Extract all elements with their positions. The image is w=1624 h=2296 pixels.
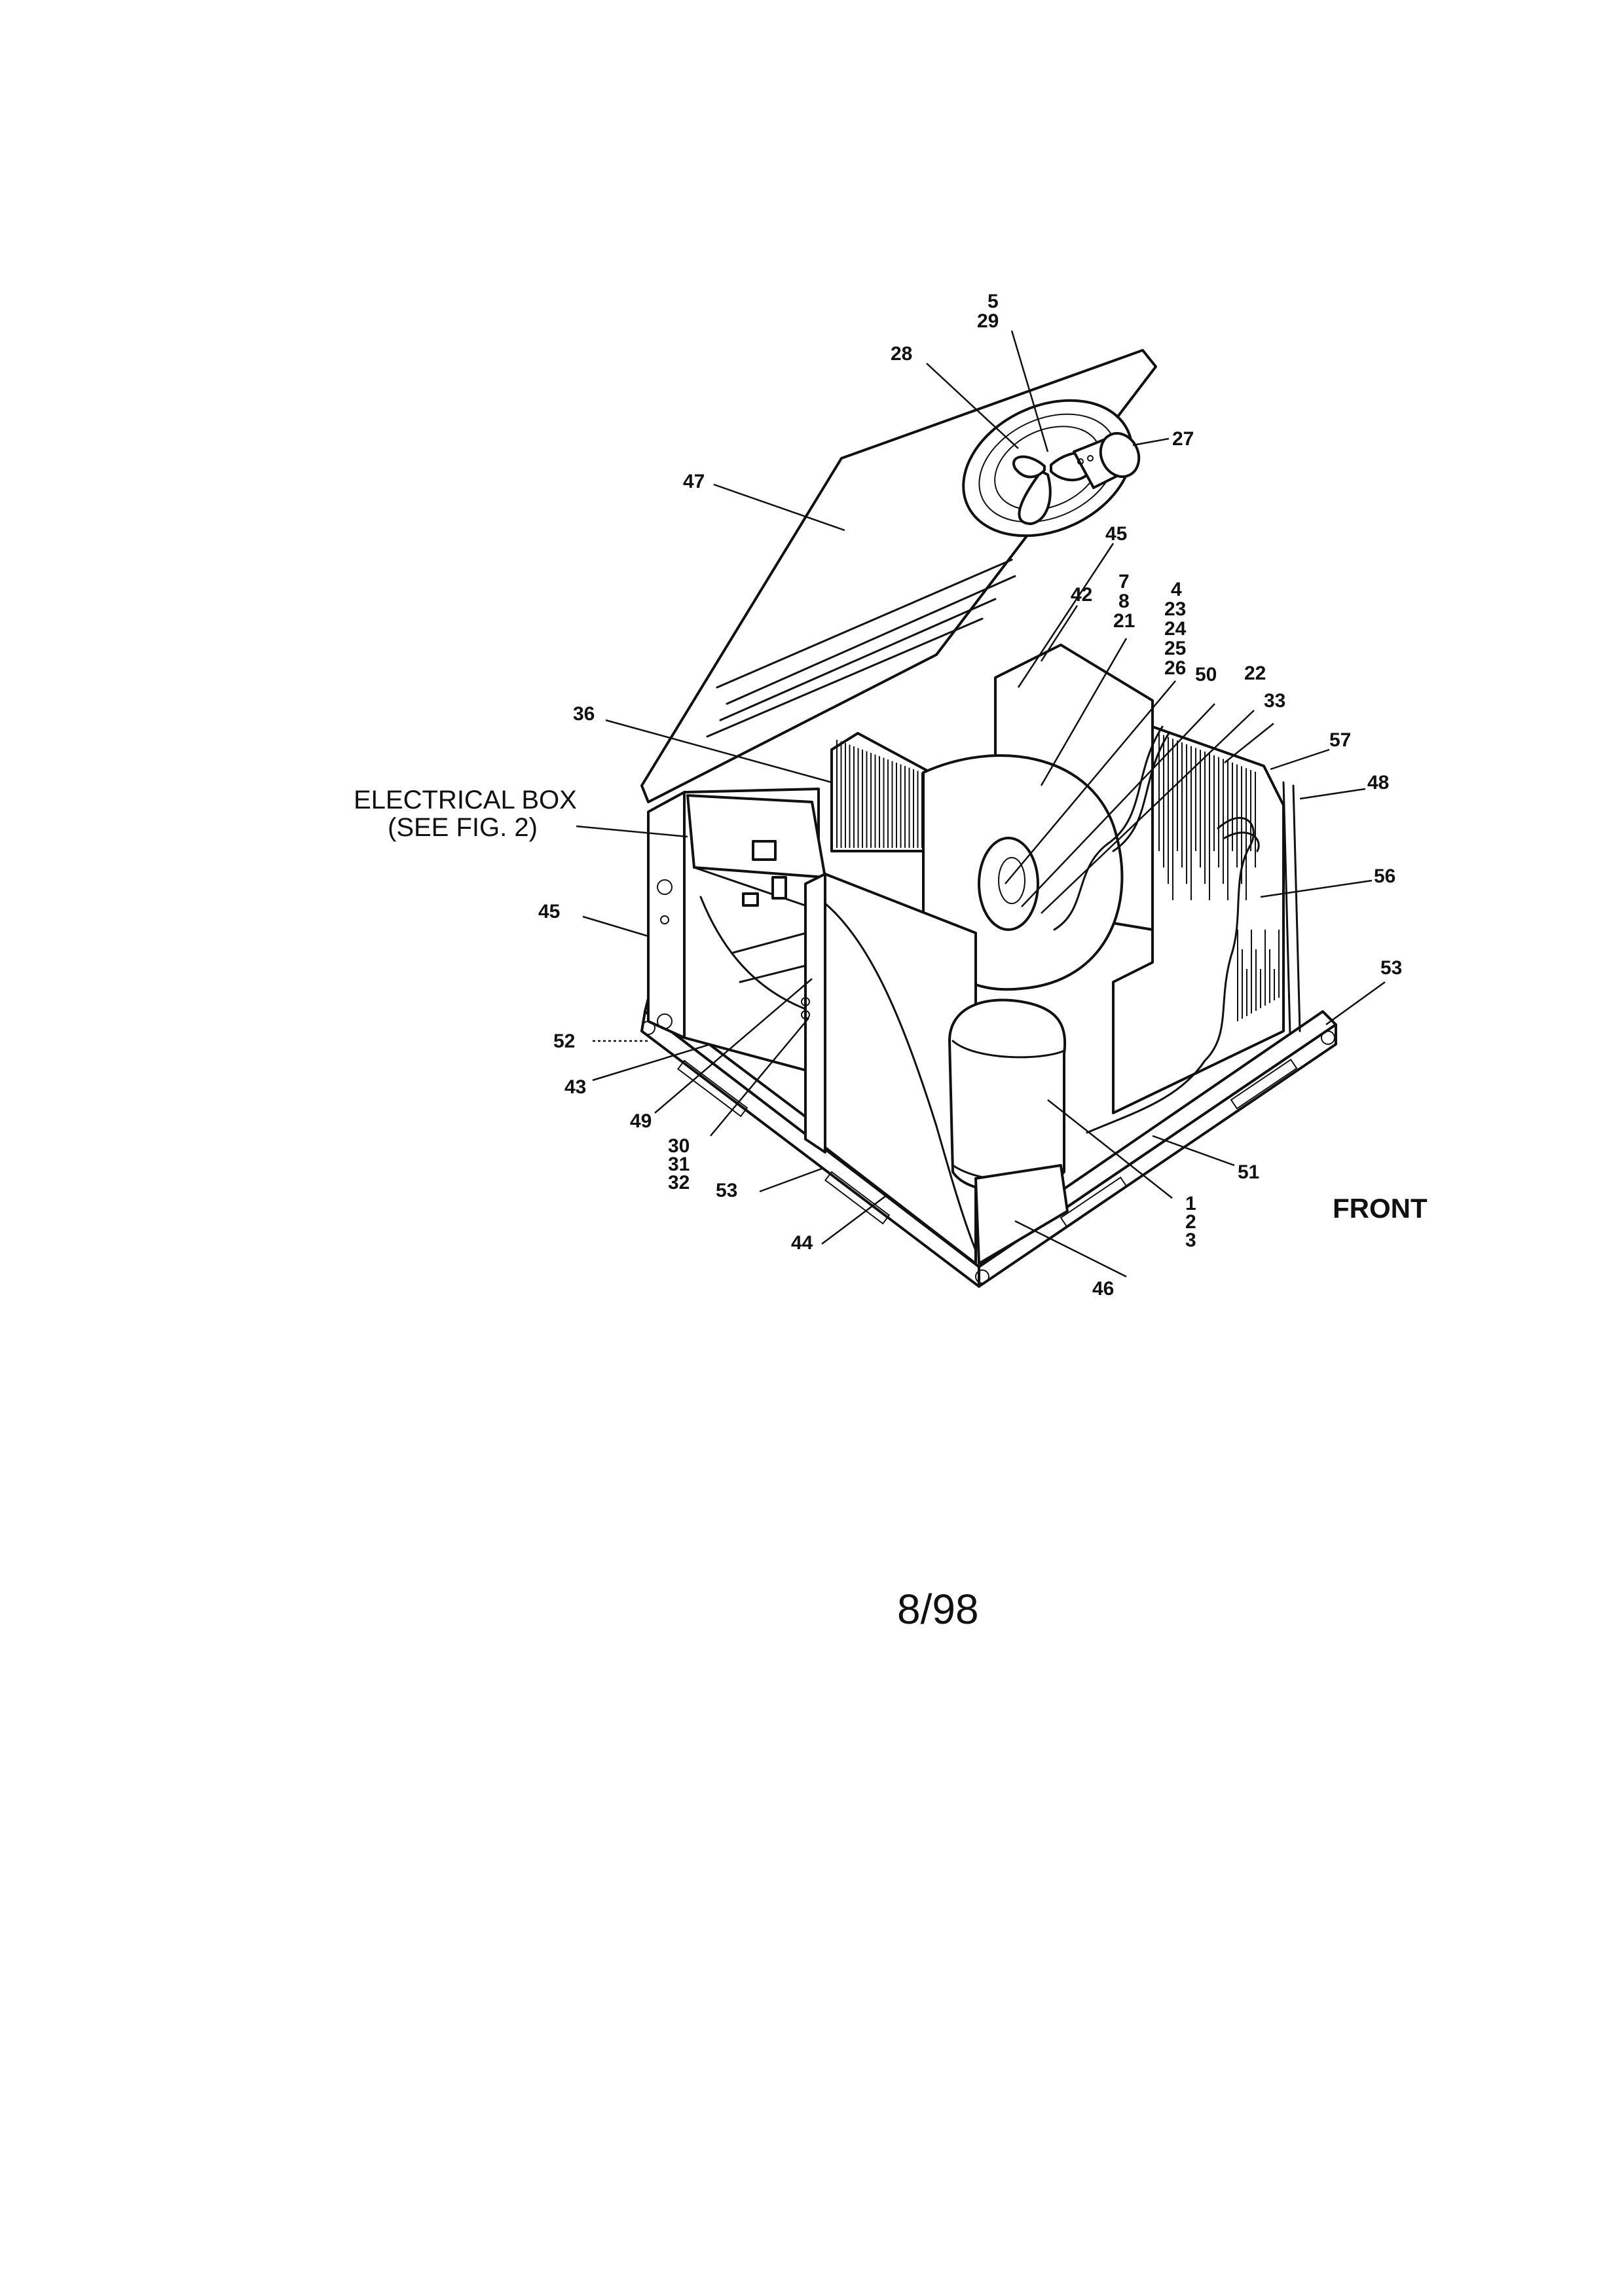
callout-23: 23: [1164, 598, 1186, 620]
electrical-box-label-line2: (SEE FIG. 2): [388, 813, 538, 842]
callout-46: 46: [1092, 1278, 1114, 1300]
compressor: [948, 998, 1067, 1193]
callout-21: 21: [1113, 610, 1135, 632]
callout-50: 50: [1195, 664, 1217, 685]
condenser-fan: [962, 399, 1134, 538]
date-code: 8/98: [897, 1586, 979, 1633]
callout-22: 22: [1244, 663, 1266, 684]
callout-31: 31: [668, 1154, 690, 1175]
callout-32: 32: [668, 1172, 690, 1194]
callout-45-top: 45: [1105, 523, 1127, 545]
front-left-panel: [801, 873, 977, 1265]
callout-36: 36: [573, 703, 595, 725]
callout-5: 5: [987, 291, 999, 312]
bottom-partition: [974, 1164, 1069, 1265]
callout-42: 42: [1071, 584, 1092, 606]
callout-4: 4: [1171, 579, 1182, 600]
callout-47: 47: [683, 471, 705, 492]
callout-43: 43: [564, 1076, 586, 1098]
callout-48: 48: [1367, 772, 1389, 793]
callout-27: 27: [1172, 428, 1194, 450]
electrical-box-label-line1: ELECTRICAL BOX: [354, 786, 577, 814]
callout-45-left: 45: [538, 901, 560, 922]
callout-2: 2: [1185, 1211, 1196, 1233]
callout-49: 49: [630, 1110, 652, 1132]
callout-53-left: 53: [716, 1180, 737, 1201]
callout-8: 8: [1118, 591, 1130, 612]
leader-lines: [582, 330, 1386, 1278]
callout-26: 26: [1164, 657, 1186, 679]
callout-24: 24: [1164, 618, 1187, 640]
callout-25: 25: [1164, 638, 1186, 659]
fan-motor: [1073, 431, 1141, 489]
callout-29: 29: [977, 310, 999, 332]
callout-labels: 5 29 28 27 47 45 7 8 21 42 4 23 24 25 26…: [538, 291, 1402, 1300]
callout-3: 3: [1185, 1230, 1196, 1251]
callout-28: 28: [891, 343, 912, 365]
callout-53-right: 53: [1380, 957, 1402, 979]
tubing: [1053, 725, 1170, 931]
front-label: FRONT: [1333, 1193, 1428, 1224]
condenser-coil: [1086, 725, 1301, 1134]
callout-51: 51: [1238, 1161, 1259, 1183]
callout-44: 44: [791, 1232, 813, 1254]
callout-57: 57: [1329, 729, 1351, 751]
callout-56: 56: [1374, 866, 1395, 887]
callout-7: 7: [1118, 571, 1130, 592]
callout-33: 33: [1264, 690, 1285, 712]
callout-1: 1: [1185, 1193, 1196, 1214]
callout-30: 30: [668, 1135, 690, 1157]
callout-52: 52: [553, 1030, 575, 1052]
